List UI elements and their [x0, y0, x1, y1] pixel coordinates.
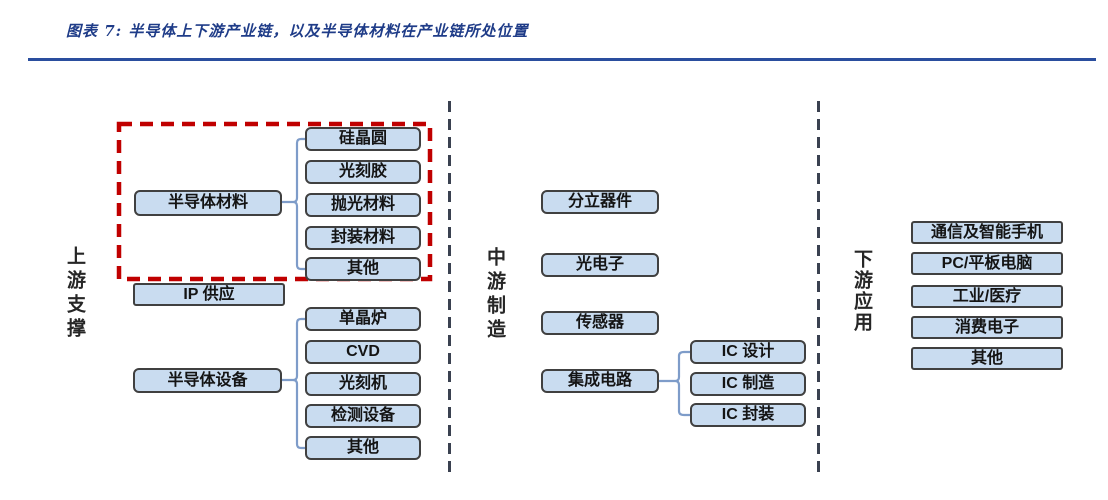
node-crystal-furnace: 单晶炉 [305, 307, 421, 331]
node-polishing-materials: 抛光材料 [305, 193, 421, 217]
node-photoresist: 光刻胶 [305, 160, 421, 184]
node-silicon-wafer: 硅晶圆 [305, 127, 421, 151]
node-lithography-machine: 光刻机 [305, 372, 421, 396]
node-semiconductor-materials: 半导体材料 [134, 190, 282, 216]
bracket-materials [280, 137, 307, 271]
downstream-section-label: 下游应用 [851, 249, 872, 333]
node-ic-design: IC 设计 [690, 340, 806, 364]
node-telecom-smartphones: 通信及智能手机 [911, 221, 1063, 244]
bracket-equipment [280, 317, 307, 450]
node-cvd: CVD [305, 340, 421, 364]
node-testing-equipment: 检测设备 [305, 404, 421, 428]
node-ic-packaging: IC 封装 [690, 403, 806, 427]
node-sensors: 传感器 [541, 311, 659, 335]
midstream-section-label: 中游制造 [484, 247, 505, 343]
upstream-section-label: 上游支撑 [64, 246, 85, 342]
node-ic-manufacturing: IC 制造 [690, 372, 806, 396]
figure-title: 图表 7: 半导体上下游产业链，以及半导体材料在产业链所处位置 [66, 22, 529, 40]
node-optoelectronics: 光电子 [541, 253, 659, 277]
node-downstream-other: 其他 [911, 347, 1063, 370]
node-industrial-medical: 工业/医疗 [911, 285, 1063, 308]
node-pc-tablets: PC/平板电脑 [911, 252, 1063, 275]
node-materials-other: 其他 [305, 257, 421, 281]
node-discrete-devices: 分立器件 [541, 190, 659, 214]
title-rule [28, 58, 1096, 61]
bracket-ic [657, 350, 692, 417]
node-ip-supply: IP 供应 [133, 283, 285, 306]
node-integrated-circuit: 集成电路 [541, 369, 659, 393]
node-semiconductor-equipment: 半导体设备 [133, 368, 282, 393]
node-consumer-electronics: 消费电子 [911, 316, 1063, 339]
node-equipment-other: 其他 [305, 436, 421, 460]
node-packaging-materials: 封装材料 [305, 226, 421, 250]
